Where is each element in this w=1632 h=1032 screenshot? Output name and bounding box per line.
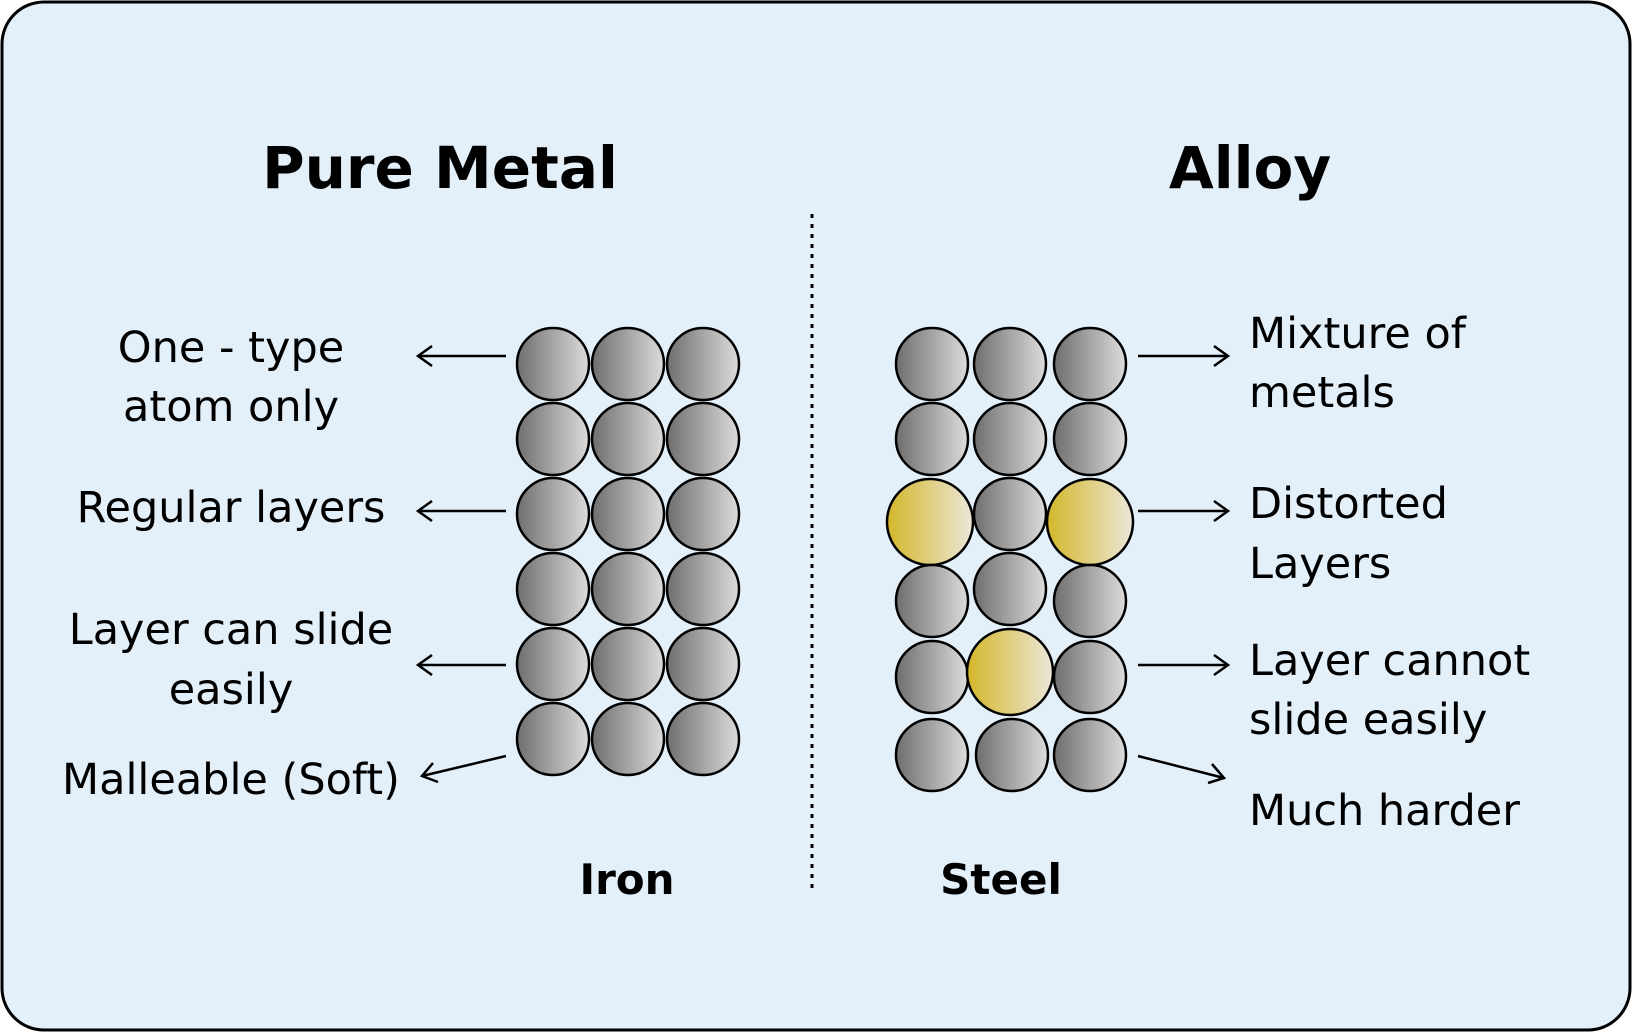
arrow-one-type xyxy=(415,344,506,368)
steel-iron-atom xyxy=(1052,717,1128,793)
malleable-label: Malleable (Soft) xyxy=(62,755,400,805)
iron-atom xyxy=(515,551,591,627)
layer-can-slide-label-line2: easily xyxy=(169,665,294,715)
layer-cannot-slide-label-line1: Layer cannot xyxy=(1249,636,1530,686)
arrow-regular-layers xyxy=(415,499,506,523)
alloying-atom xyxy=(965,627,1055,717)
steel-caption: Steel xyxy=(940,855,1062,904)
distorted-layers-label-line1: Distorted xyxy=(1249,479,1448,529)
steel-atom-lattice xyxy=(885,326,1135,793)
steel-iron-atom xyxy=(974,717,1050,793)
steel-iron-atom xyxy=(972,401,1048,477)
iron-atom xyxy=(590,326,666,402)
arrow-harder xyxy=(1137,754,1227,785)
iron-atom xyxy=(515,326,591,402)
arrow-distorted xyxy=(1138,499,1231,523)
steel-iron-atom xyxy=(894,717,970,793)
one-type-atom-label-line1: One - type xyxy=(118,323,344,373)
regular-layers-label: Regular layers xyxy=(77,483,386,533)
iron-caption: Iron xyxy=(579,855,674,904)
alloying-atom xyxy=(1045,477,1135,567)
iron-atom-lattice xyxy=(515,326,741,777)
iron-atom xyxy=(665,551,741,627)
steel-iron-atom xyxy=(1052,401,1128,477)
mixture-of-metals-label-line1: Mixture of xyxy=(1249,309,1467,359)
arrow-can-slide xyxy=(415,653,506,677)
iron-atom xyxy=(590,401,666,477)
iron-atom xyxy=(590,701,666,777)
steel-iron-atom xyxy=(894,326,970,402)
iron-atom xyxy=(515,401,591,477)
arrow-malleable xyxy=(419,754,507,784)
steel-iron-atom xyxy=(972,476,1048,552)
steel-iron-atom xyxy=(894,639,970,715)
iron-atom xyxy=(665,701,741,777)
layer-cannot-slide-label-line2: slide easily xyxy=(1249,695,1487,745)
pure-metal-title: Pure Metal xyxy=(262,134,618,202)
steel-iron-atom xyxy=(1052,639,1128,715)
arrow-cannot-slide xyxy=(1138,653,1231,677)
layer-can-slide-label-line1: Layer can slide xyxy=(69,605,394,655)
iron-atom xyxy=(515,626,591,702)
much-harder-label: Much harder xyxy=(1249,786,1520,836)
iron-atom xyxy=(515,701,591,777)
steel-iron-atom xyxy=(894,401,970,477)
iron-atom xyxy=(665,401,741,477)
steel-iron-atom xyxy=(972,326,1048,402)
iron-atom xyxy=(665,326,741,402)
distorted-layers-label-line2: Layers xyxy=(1249,539,1391,589)
iron-atom xyxy=(590,476,666,552)
iron-atom xyxy=(590,626,666,702)
steel-iron-atom xyxy=(894,563,970,639)
steel-iron-atom xyxy=(972,551,1048,627)
steel-iron-atom xyxy=(1052,326,1128,402)
iron-atom xyxy=(665,626,741,702)
mixture-of-metals-label-line2: metals xyxy=(1249,368,1395,418)
alloy-title: Alloy xyxy=(1169,134,1331,202)
iron-atom xyxy=(665,476,741,552)
steel-iron-atom xyxy=(1052,563,1128,639)
one-type-atom-label-line2: atom only xyxy=(123,382,339,432)
arrow-mixture xyxy=(1138,344,1231,368)
iron-atom xyxy=(590,551,666,627)
alloying-atom xyxy=(885,477,975,567)
iron-atom xyxy=(515,476,591,552)
